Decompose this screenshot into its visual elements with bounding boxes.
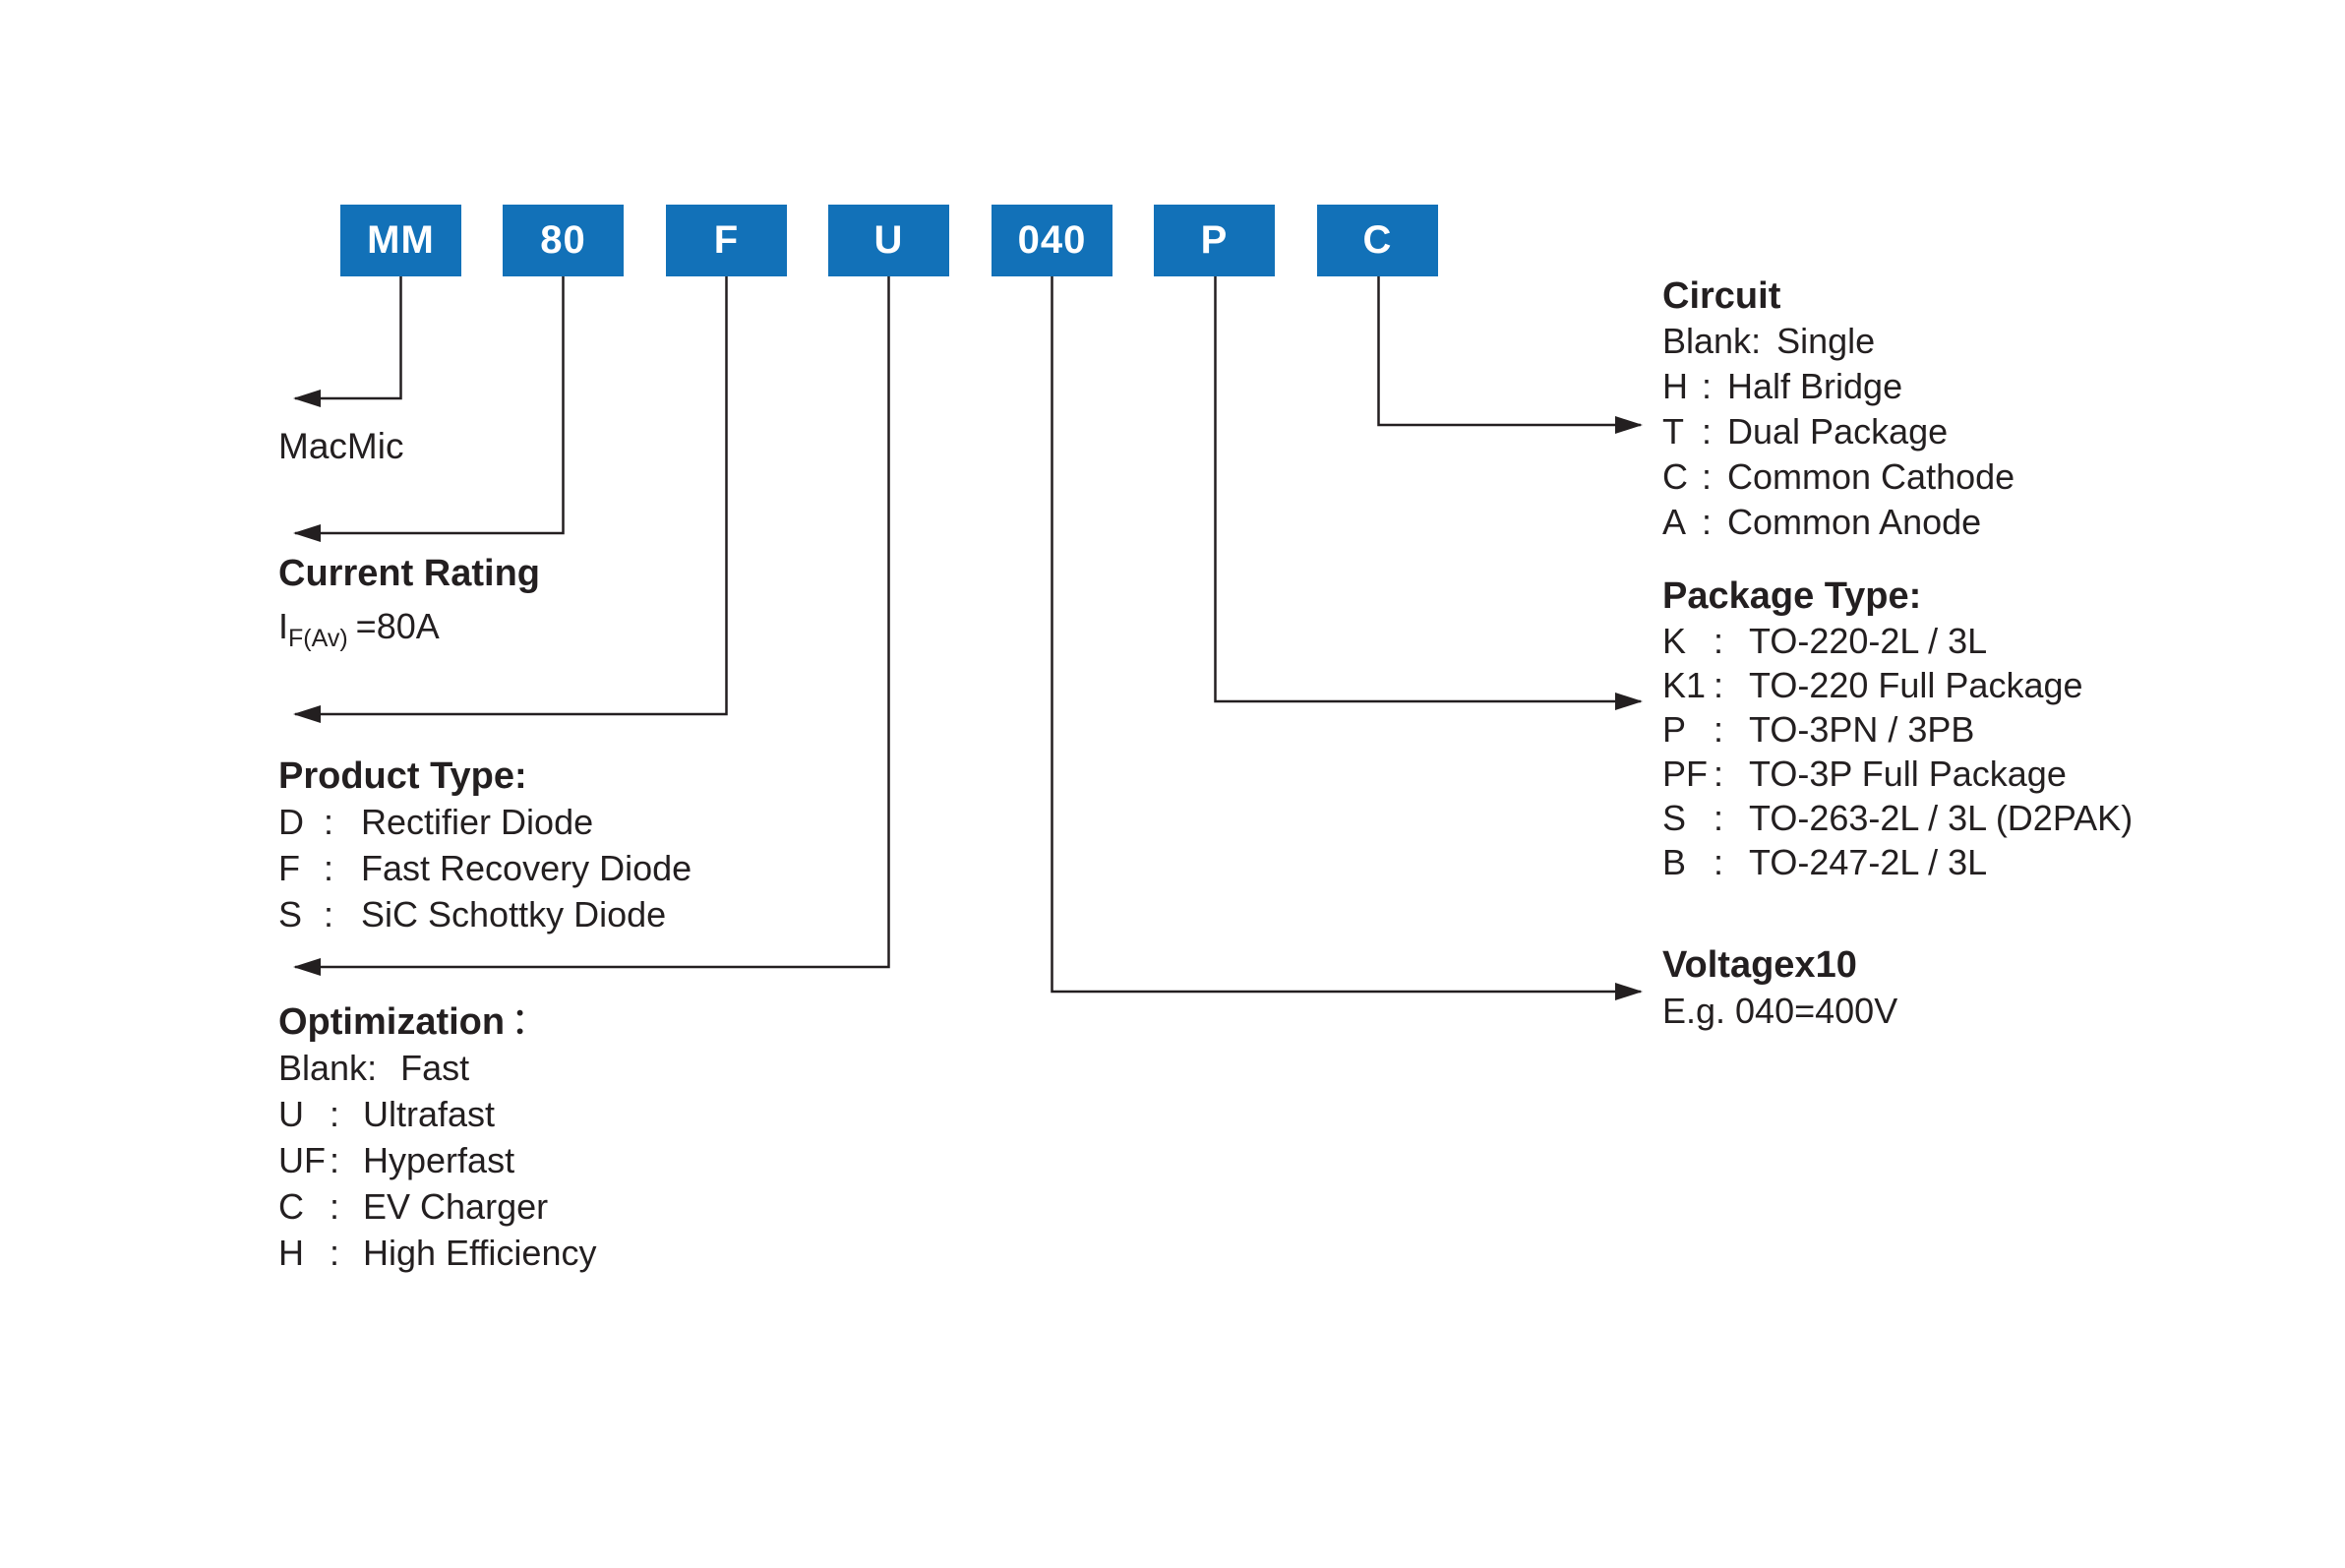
list-item: K1:TO-220 Full Package [1662, 665, 2083, 705]
list-item: D:Rectifier Diode [278, 802, 594, 842]
package-type-title: Package Type: [1662, 575, 1922, 617]
list-item: F:Fast Recovery Diode [278, 848, 692, 888]
current-rating-value: IF(Av)=80A [278, 603, 540, 662]
list-item: P:TO-3PN / 3PB [1662, 709, 1975, 750]
list-item: Blank:Single [1662, 321, 1876, 361]
current-amount: =80A [355, 606, 440, 646]
brand-label: MacMic [278, 426, 404, 466]
list-item: H:Half Bridge [1662, 366, 1903, 406]
optimization-title: Optimization： [278, 1001, 549, 1043]
list-item: H:High Efficiency [278, 1233, 597, 1273]
part-code-box-mm: MM [340, 205, 461, 276]
list-item: C:EV Charger [278, 1186, 549, 1227]
list-item: S:SiC Schottky Diode [278, 894, 667, 935]
connector-u-to-optimization [293, 276, 890, 976]
list-item: K:TO-220-2L / 3L [1662, 621, 1988, 661]
circuit-block: Circuit Blank:Single H:Half Bridge T:Dua… [1662, 273, 2014, 545]
list-item: UF:Hyperfast [278, 1140, 515, 1180]
list-item: T:Dual Package [1662, 411, 1949, 452]
part-code-box-p: P [1154, 205, 1275, 276]
list-item: B:TO-247-2L / 3L [1662, 842, 1988, 882]
current-subscript: F(Av) [288, 625, 348, 653]
part-code-box-f: F [666, 205, 787, 276]
list-item: A:Common Anode [1662, 502, 1982, 542]
connector-p-to-package-type [1214, 276, 1643, 710]
connector-80-to-current-rating [293, 276, 565, 542]
part-code-box-u: U [828, 205, 949, 276]
list-item: Blank:Fast [278, 1048, 470, 1088]
voltage-block: Voltagex10 E.g. 040=400V [1662, 942, 1897, 1034]
current-rating-title: Current Rating [278, 553, 540, 594]
connector-040-to-voltage [1051, 276, 1643, 1000]
product-type-block: Product Type: D:Rectifier Diode F:Fast R… [278, 754, 691, 937]
current-rating-block: Current Rating IF(Av)=80A [278, 551, 540, 662]
list-item: C:Common Cathode [1662, 456, 2015, 497]
list-item: PF:TO-3P Full Package [1662, 754, 2067, 794]
current-symbol: I [278, 606, 289, 646]
connector-mm-to-brand [293, 276, 402, 407]
part-code-box-80: 80 [503, 205, 624, 276]
circuit-title: Circuit [1662, 275, 1781, 317]
connector-c-to-circuit [1377, 276, 1643, 434]
voltage-title: Voltagex10 [1662, 944, 1857, 986]
list-item: S:TO-263-2L / 3L (D2PAK) [1662, 798, 2134, 838]
connector-f-to-product-type [293, 276, 728, 723]
optimization-block: Optimization： Blank:Fast U:Ultrafast UF:… [278, 999, 596, 1276]
product-type-title: Product Type: [278, 755, 527, 797]
package-type-block: Package Type: K:TO-220-2L / 3L K1:TO-220… [1662, 573, 2133, 884]
list-item: U:Ultrafast [278, 1094, 496, 1134]
part-code-box-c: C [1317, 205, 1438, 276]
voltage-example: E.g. 040=400V [1662, 991, 1898, 1031]
part-code-box-040: 040 [992, 205, 1112, 276]
